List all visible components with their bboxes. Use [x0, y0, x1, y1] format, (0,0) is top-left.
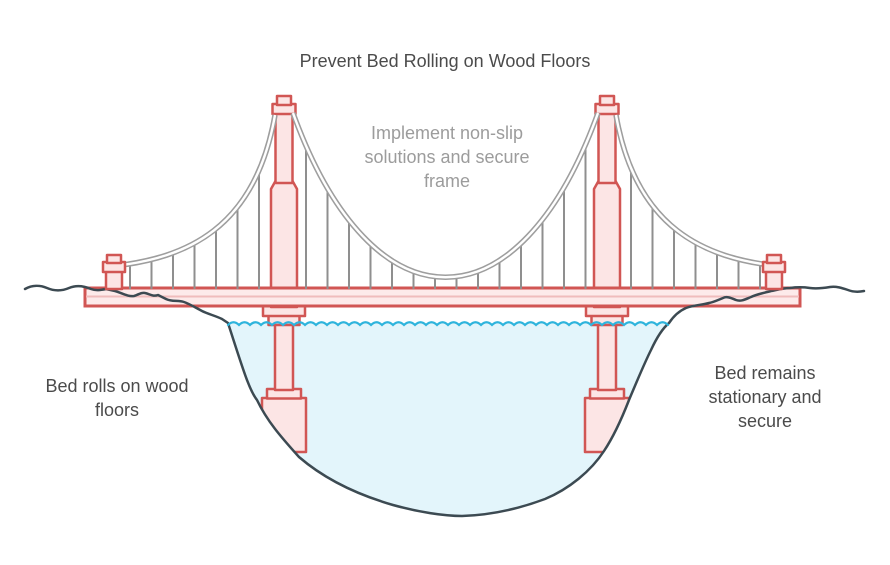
right-tower	[583, 94, 631, 454]
left-anchor-column	[104, 269, 124, 291]
right-anchor-knob	[765, 253, 783, 265]
right-anchor-post	[761, 253, 787, 291]
left-tower-underwater-column	[273, 322, 295, 392]
right-anchor-column	[764, 269, 784, 291]
solution-label: Implement non-slip solutions and secure …	[364, 123, 530, 191]
hanger-cables	[129, 145, 761, 289]
right-tower-upper-column	[597, 111, 617, 185]
cable-right-span-core	[614, 114, 778, 268]
outcome-label: Bed remains stationary and secure	[708, 363, 822, 431]
shoreline-land	[0, 285, 890, 565]
water-wave-line	[226, 321, 670, 327]
left-anchor-knob	[105, 253, 123, 265]
cable-left-span-core	[113, 114, 277, 268]
left-tower-upper-column	[274, 111, 294, 185]
right-tower-underwater-column	[596, 322, 618, 392]
terrain-outline	[23, 284, 866, 518]
left-tower-knob	[275, 94, 293, 107]
cable-main-span-core	[291, 112, 600, 279]
left-tower	[260, 94, 308, 454]
bridge-deck	[83, 286, 802, 308]
page-title: Prevent Bed Rolling on Wood Floors	[299, 51, 591, 71]
problem-label: Bed rolls on wood floors	[45, 376, 189, 420]
suspension-cables	[113, 112, 778, 280]
left-anchor-post	[101, 253, 127, 291]
right-tower-knob	[598, 94, 616, 107]
water	[228, 323, 669, 516]
